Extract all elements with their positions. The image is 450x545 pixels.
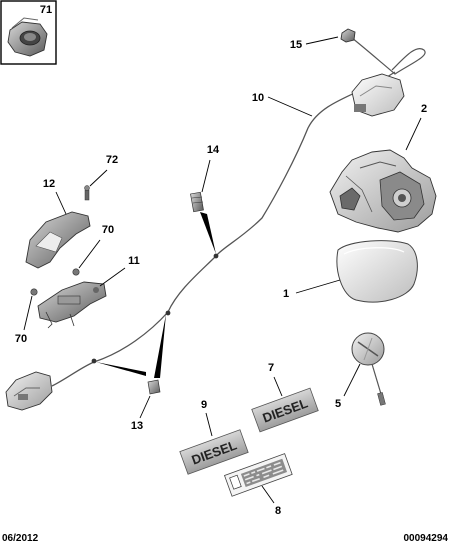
cable-end-loop bbox=[346, 33, 426, 75]
plug-15 bbox=[340, 28, 356, 43]
callout-72: 72 bbox=[106, 154, 118, 166]
screw-72 bbox=[84, 185, 90, 201]
pointer-13-lower bbox=[96, 362, 146, 376]
pointer-14-to-cable bbox=[200, 212, 216, 254]
release-mechanism-11 bbox=[37, 281, 107, 329]
footer-reference: 00094294 bbox=[404, 533, 449, 544]
callout-12: 12 bbox=[43, 178, 55, 190]
leader-1 bbox=[295, 279, 341, 294]
clip-70-lower bbox=[30, 288, 38, 296]
leader-15 bbox=[305, 36, 339, 45]
callout-8: 8 bbox=[275, 505, 281, 517]
leader-5 bbox=[343, 363, 361, 397]
cable-end-housing bbox=[351, 73, 405, 117]
fuel-cap-5 bbox=[351, 332, 386, 406]
callout-70-lower: 70 bbox=[15, 333, 27, 345]
fuel-filler-housing-2 bbox=[329, 149, 437, 233]
leader-10 bbox=[267, 96, 313, 117]
leader-72 bbox=[89, 169, 108, 187]
leader-7 bbox=[273, 376, 283, 397]
cable-clip-13 bbox=[147, 379, 161, 395]
callout-11: 11 bbox=[128, 255, 140, 267]
cable-clip-14-position bbox=[213, 253, 219, 259]
interior-handle-12 bbox=[25, 211, 91, 269]
leader-2 bbox=[405, 117, 422, 151]
footer-date: 06/2012 bbox=[2, 533, 39, 544]
clip-70-upper bbox=[72, 268, 80, 276]
leader-70-upper bbox=[78, 239, 101, 269]
fuel-pump-icon bbox=[229, 474, 242, 490]
callout-13: 13 bbox=[131, 420, 143, 432]
callout-70-upper: 70 bbox=[102, 224, 114, 236]
leader-11 bbox=[99, 267, 126, 287]
callout-7: 7 bbox=[268, 362, 274, 374]
leader-9 bbox=[205, 412, 213, 437]
callout-15: 15 bbox=[290, 39, 302, 51]
callout-9: 9 bbox=[201, 399, 207, 411]
inset-part-71: 71 bbox=[0, 0, 57, 65]
cable-clip-14 bbox=[190, 191, 204, 213]
callout-71: 71 bbox=[40, 4, 52, 16]
callout-14: 14 bbox=[207, 144, 220, 156]
fuel-flap-1 bbox=[336, 240, 418, 303]
fuel-info-sticker-8 bbox=[223, 453, 293, 497]
leader-13 bbox=[139, 395, 151, 419]
callout-2: 2 bbox=[421, 103, 427, 115]
leader-70-lower bbox=[23, 295, 33, 331]
pointer-13-upper bbox=[154, 314, 166, 378]
cable-clip-13-position-b bbox=[91, 358, 97, 364]
cable-clip-13-position-a bbox=[165, 310, 171, 316]
callout-5: 5 bbox=[335, 398, 341, 410]
leader-8 bbox=[261, 485, 275, 504]
leader-14 bbox=[201, 159, 211, 193]
callout-10: 10 bbox=[252, 92, 264, 104]
callout-1: 1 bbox=[283, 288, 289, 300]
clip-nut-71 bbox=[7, 17, 48, 57]
diesel-label-7: DIESEL bbox=[251, 387, 319, 433]
cable-handle-assembly bbox=[5, 371, 53, 411]
diesel-label-9: DIESEL bbox=[179, 429, 249, 475]
leader-12 bbox=[55, 191, 67, 215]
